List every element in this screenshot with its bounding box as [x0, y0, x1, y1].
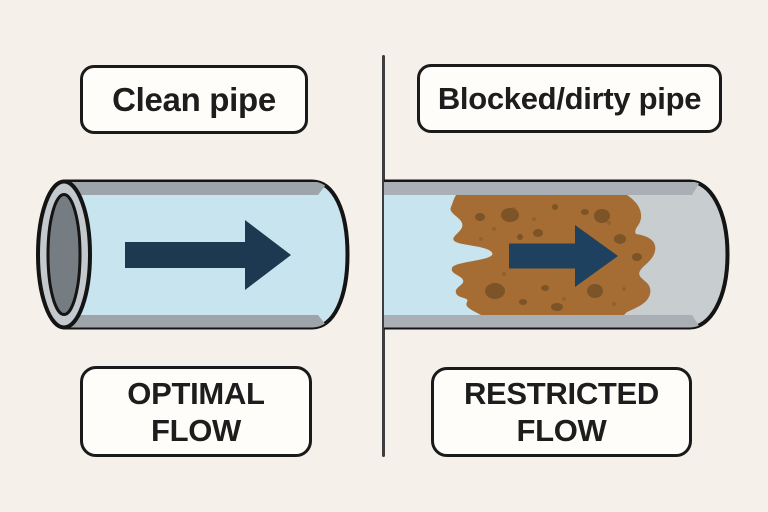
restricted-flow-line1: RESTRICTED	[463, 376, 660, 411]
restricted-flow-arrow-icon	[509, 225, 618, 287]
clean-pipe-illustration	[36, 179, 350, 330]
optimal-flow-arrow-icon	[125, 220, 291, 290]
clean-pipe-label: Clean pipe	[80, 65, 308, 134]
pipe-bottom-band	[384, 315, 700, 328]
blocked-pipe-label-text: Blocked/dirty pipe	[437, 80, 702, 116]
pipe-top-band	[384, 182, 700, 195]
clean-pipe-label-text: Clean pipe	[112, 80, 276, 118]
sludge-debris-spots	[475, 204, 642, 311]
optimal-flow-line1: OPTIMAL	[127, 375, 265, 411]
optimal-flow-line2: FLOW	[150, 412, 242, 448]
blocked-pipe-label: Blocked/dirty pipe	[417, 64, 722, 133]
pipe-top-band	[64, 182, 328, 195]
blocked-pipe-illustration	[384, 179, 730, 330]
restricted-flow-line2: FLOW	[516, 413, 607, 448]
restricted-flow-label: RESTRICTED FLOW	[431, 367, 692, 457]
pipe-opening-bore	[46, 193, 82, 316]
optimal-flow-label: OPTIMAL FLOW	[80, 366, 312, 457]
pipe-bottom-band	[64, 315, 328, 328]
